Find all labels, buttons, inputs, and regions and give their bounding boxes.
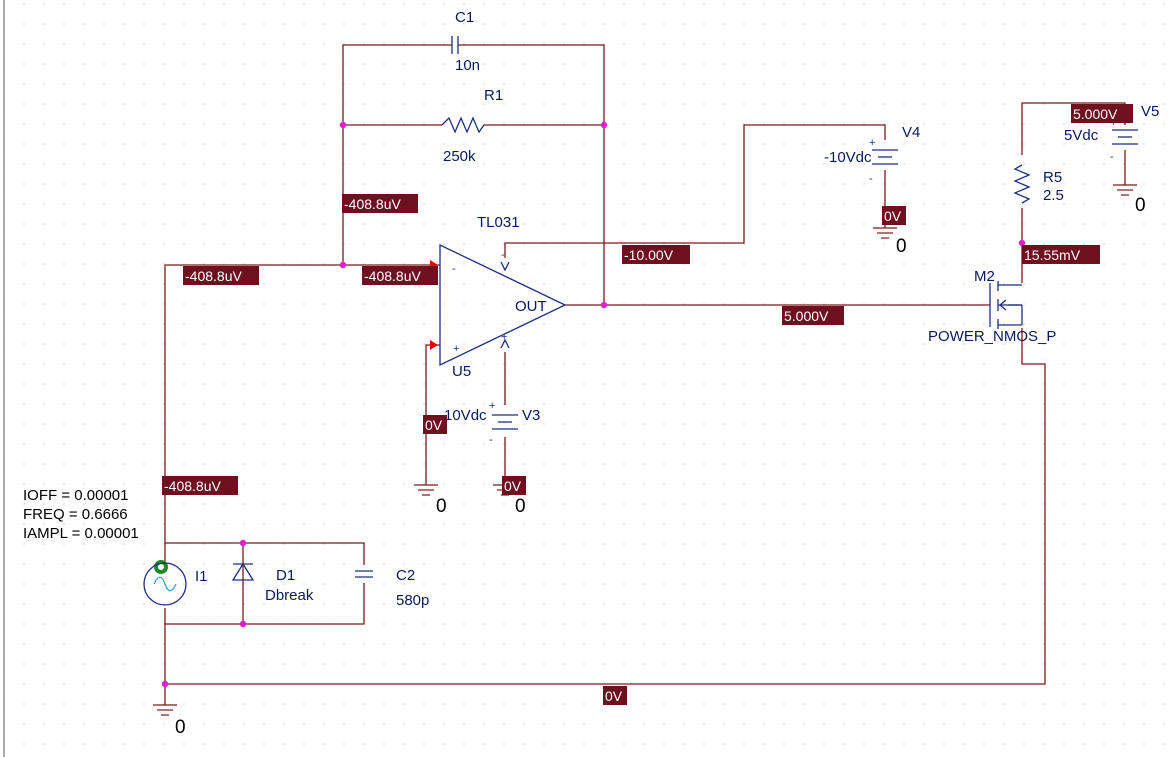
voltage-marker[interactable]: -408.8uV [362,266,438,285]
svg-text:0V: 0V [884,208,902,224]
c1-ref: C1 [455,9,474,26]
v4-value: -10Vdc [824,149,872,166]
svg-text:-: - [489,434,493,446]
c1-value: 10n [455,57,480,74]
svg-text:15.55mV: 15.55mV [1024,247,1081,263]
r1-ref: R1 [484,87,503,104]
svg-text:0V: 0V [605,688,623,704]
svg-text:-10.00V: -10.00V [624,247,674,263]
svg-text:-: - [1110,151,1114,163]
c2-value: 580p [396,592,429,609]
svg-text:-408.8uV: -408.8uV [344,196,401,212]
current-source-i1[interactable]: I1 IOFF = 0.00001 FREQ = 0.6666 IAMPL = … [23,487,208,606]
opamp-out-pin: OUT [515,298,547,315]
opamp-u5[interactable]: - + OUT - + TL031 U5 [439,214,567,380]
i1-iampl: IAMPL = 0.00001 [23,525,139,542]
voltage-marker[interactable]: 5.000V [1071,104,1133,123]
svg-text:-408.8uV: -408.8uV [185,268,242,284]
junction-dots [161,121,1026,688]
svg-text:0: 0 [436,496,447,517]
svg-text:5.000V: 5.000V [1073,106,1118,122]
i1-freq: FREQ = 0.6666 [23,506,128,523]
capacitor-c1[interactable]: C1 10n [451,9,480,74]
svg-text:+: + [869,137,875,149]
r1-value: 250k [443,148,476,165]
voltage-marker[interactable]: 0V [502,476,526,495]
voltage-marker[interactable]: 0V [603,686,627,705]
voltage-marker[interactable]: -408.8uV [342,194,418,213]
voltage-source-v4[interactable]: + - V4 -10Vdc [824,124,920,185]
c2-ref: C2 [396,567,415,584]
d1-model: Dbreak [265,587,314,604]
i1-ioff: IOFF = 0.00001 [23,487,128,504]
d1-ref: D1 [276,567,295,584]
svg-text:-: - [869,173,873,185]
ground-v5: 0 [1113,184,1146,216]
voltage-marker[interactable]: -408.8uV [162,476,238,495]
svg-text:0: 0 [1135,195,1146,216]
opamp-minus-pin: - [452,263,456,275]
voltage-source-v3[interactable]: + - V3 10Vdc [444,400,540,446]
v5-value: 5Vdc [1064,127,1099,144]
voltage-marker[interactable]: -10.00V [622,245,690,264]
voltage-marker[interactable]: 0V [423,415,447,434]
svg-text:+: + [501,331,507,343]
ground-plus-input: 0 [414,484,447,517]
svg-text:0: 0 [515,496,526,517]
opamp-model: TL031 [477,214,520,231]
v4-ref: V4 [902,124,920,141]
m2-ref: M2 [974,268,995,285]
wires [164,44,1126,705]
svg-text:0V: 0V [504,478,522,494]
ground-main: 0 [153,704,186,738]
opamp-ref: U5 [452,363,471,380]
input-arrow-plus [430,340,438,350]
svg-text:0V: 0V [425,417,443,433]
mosfet-m2[interactable]: M2 POWER_NMOS_P [928,268,1056,345]
svg-text:-408.8uV: -408.8uV [164,478,221,494]
v5-ref: V5 [1141,103,1159,120]
voltage-marker[interactable]: 5.000V [782,306,844,325]
svg-text:5.000V: 5.000V [784,308,829,324]
i1-ref: I1 [195,568,208,585]
svg-text:-: - [501,249,505,261]
resistor-r5[interactable]: R5 2.5 [1013,164,1064,204]
svg-text:-408.8uV: -408.8uV [364,268,421,284]
resistor-r1[interactable]: R1 250k [441,87,503,165]
svg-text:0: 0 [896,236,907,257]
opamp-plus-pin: + [453,343,459,355]
r5-value: 2.5 [1043,187,1064,204]
ground-v4: 0 [873,227,907,257]
r5-ref: R5 [1043,169,1062,186]
v3-ref: V3 [522,407,540,424]
svg-text:+: + [489,400,495,412]
svg-text:0: 0 [175,717,186,738]
m2-model: POWER_NMOS_P [928,328,1056,345]
voltage-marker[interactable]: 0V [882,206,906,225]
v3-value: 10Vdc [444,407,487,424]
voltage-marker[interactable]: 15.55mV [1022,245,1100,264]
voltage-marker[interactable]: -408.8uV [183,266,259,285]
capacitor-c2[interactable]: C2 580p [355,567,429,609]
diode-d1[interactable]: D1 Dbreak [231,562,314,604]
